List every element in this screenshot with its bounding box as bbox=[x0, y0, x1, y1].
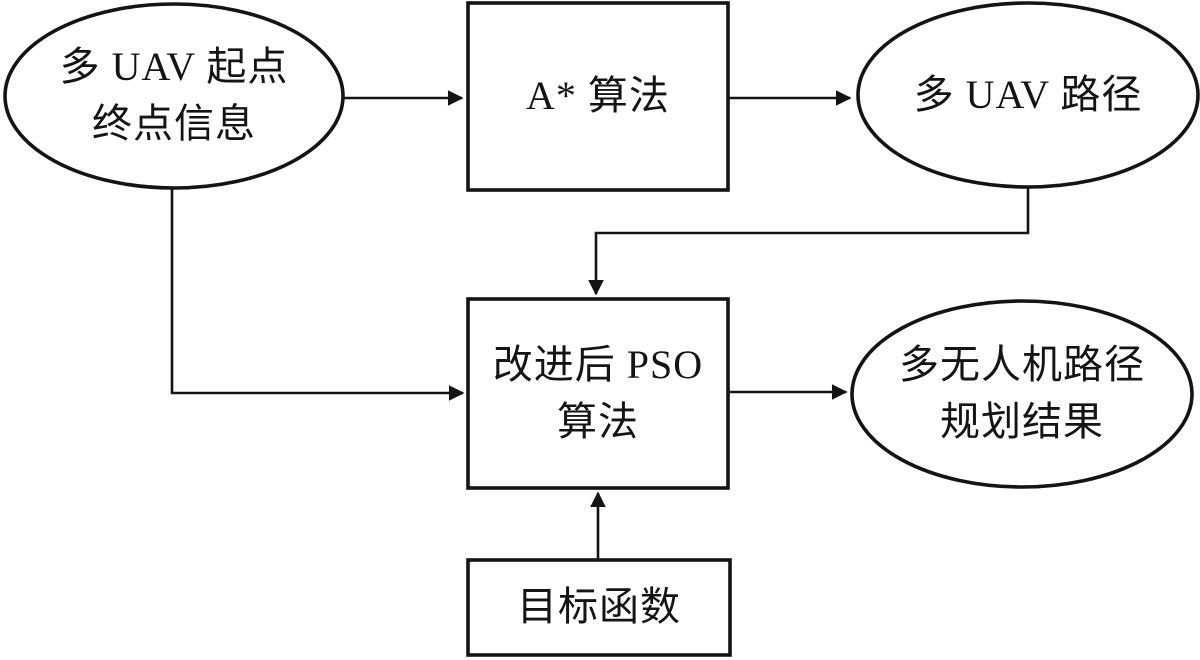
node-shape-start-info-ellipse bbox=[3, 2, 345, 190]
node-label-result: 多无人机路径 规划结果 bbox=[852, 301, 1192, 487]
node-label-astar: A* 算法 bbox=[468, 3, 728, 190]
node-label-pso: 改进后 PSO 算法 bbox=[468, 299, 728, 488]
node-label-pso-line1: 改进后 PSO bbox=[492, 341, 704, 387]
node-label-uav-path: 多 UAV 路径 bbox=[858, 3, 1198, 187]
edge-uav-path-to-pso bbox=[588, 188, 1030, 296]
node-label-start-info-line1: 多 UAV 起点 bbox=[59, 44, 289, 90]
node-label-start-info: 多 UAV 起点 终点信息 bbox=[5, 4, 343, 188]
node-label-pso-line2: 算法 bbox=[557, 398, 639, 444]
node-shape-pso-rect bbox=[466, 297, 730, 490]
node-label-astar-line1: A* 算法 bbox=[526, 73, 670, 119]
node-label-result-line1: 多无人机路径 bbox=[899, 342, 1145, 388]
node-label-uav-path-line1: 多 UAV 路径 bbox=[913, 71, 1143, 117]
node-label-start-info-line2: 终点信息 bbox=[92, 101, 256, 146]
node-label-result-line2: 规划结果 bbox=[940, 399, 1104, 444]
node-shape-uav-path-ellipse bbox=[856, 1, 1200, 189]
node-label-objective-line1: 目标函数 bbox=[517, 584, 681, 630]
node-label-objective: 目标函数 bbox=[468, 560, 730, 655]
node-shape-result-ellipse bbox=[850, 299, 1194, 489]
node-shape-astar-rect bbox=[466, 1, 730, 192]
edge-start-info-to-pso bbox=[170, 188, 465, 401]
